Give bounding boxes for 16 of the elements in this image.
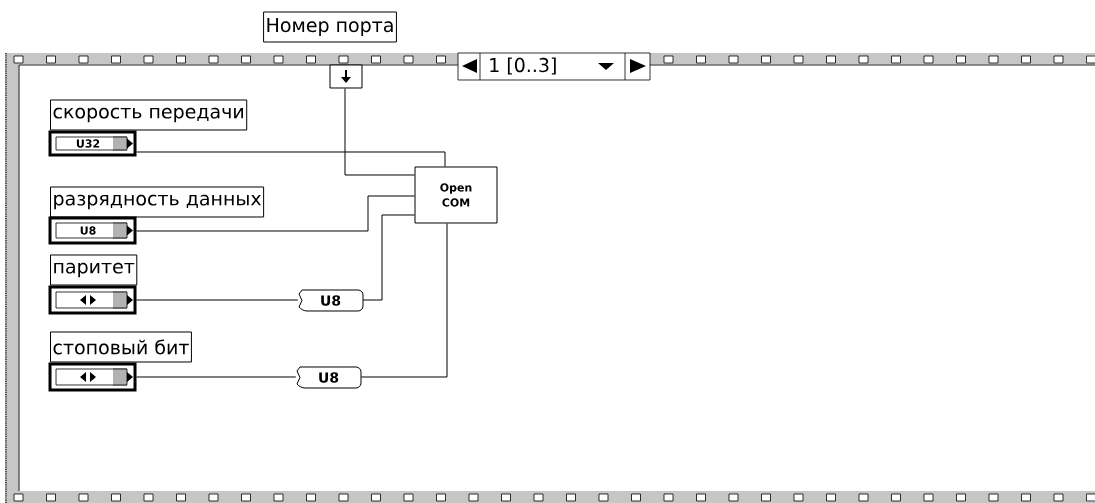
- function-block: Open COM: [414, 166, 498, 224]
- conversion-node: U8: [296, 366, 362, 389]
- wire: [136, 376, 297, 378]
- wire: [136, 151, 446, 167]
- wire: [344, 88, 415, 176]
- wire: [136, 195, 415, 232]
- wire: [136, 299, 299, 301]
- port-label: Номер порта: [263, 11, 397, 43]
- wire: [360, 223, 448, 378]
- conversion-node: U8: [298, 289, 364, 312]
- control-terminal: U32: [48, 130, 137, 157]
- tunnel-terminal: [329, 64, 363, 89]
- control-label: стоповый бит: [50, 331, 192, 363]
- wire: [362, 214, 415, 301]
- control-label: паритет: [50, 254, 138, 286]
- control-terminal: U8: [48, 216, 137, 245]
